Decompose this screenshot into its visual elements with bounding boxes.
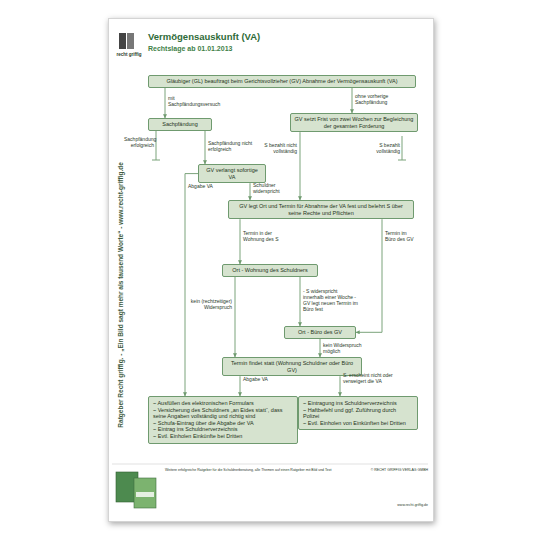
edge-label: kein (rechtzeitiger) Widerspruch bbox=[190, 298, 232, 310]
flow-arrow bbox=[340, 376, 341, 396]
process-box: Ort - Büro des GV bbox=[284, 326, 356, 339]
process-box: GV verlangt sofortige VA bbox=[198, 164, 266, 183]
flow-arrow bbox=[185, 174, 198, 396]
plain-label: S bezahlt vollständig bbox=[370, 142, 400, 154]
result-box: ~ Eintragung ins Schuldnerverzeichnis~ H… bbox=[298, 396, 418, 430]
plain-label: www.recht-griffig.de bbox=[360, 503, 428, 507]
flow-arrow bbox=[320, 339, 321, 357]
edge-label: S bezahlt nicht vollständig bbox=[258, 142, 297, 154]
flow-arrow bbox=[300, 132, 301, 200]
logo-book-left bbox=[119, 33, 126, 49]
plain-label: Sachpfändung erfolgreich bbox=[124, 136, 154, 148]
end-bar bbox=[152, 160, 160, 161]
edge-label: S. erscheint nicht oder verweigert die V… bbox=[343, 372, 411, 384]
edge-label: - S widerspricht innerhalb einer Woche -… bbox=[303, 288, 358, 312]
book-band bbox=[136, 492, 154, 497]
logo-icon bbox=[119, 33, 134, 49]
edge-label: Schuldner widerspricht bbox=[253, 182, 293, 194]
edge-label: kein Widerspruch möglich bbox=[323, 342, 365, 354]
process-box: GV legt Ort und Termin für Abnahme der V… bbox=[228, 200, 414, 219]
plain-label: Weitere erfolgreiche Ratgeber für die Sc… bbox=[165, 468, 345, 472]
flow-arrow bbox=[235, 277, 236, 357]
end-line-stroke bbox=[402, 136, 403, 160]
logo-spine bbox=[126, 33, 127, 49]
flow-arrow bbox=[165, 88, 166, 118]
edge-label: Abgabe VA bbox=[243, 376, 273, 382]
edge-label: Sachpfändung nicht erfolgreich bbox=[208, 140, 258, 152]
flow-arrow bbox=[240, 219, 241, 264]
flow-arrow bbox=[205, 131, 206, 164]
node-text: Termin findet statt (Wohnung Schuldner o… bbox=[226, 360, 358, 373]
book-cover bbox=[134, 478, 156, 508]
process-box: Sachpfändung bbox=[148, 118, 212, 131]
diagram-title: Vermögensauskunft (VA) bbox=[148, 31, 260, 42]
process-box: Termin findet statt (Wohnung Schuldner o… bbox=[222, 357, 362, 376]
node-text: GV legt Ort und Termin für Abnahme der V… bbox=[232, 203, 410, 216]
node-text: ~ Schufa-Eintrag über die Abgabe der VA bbox=[153, 420, 293, 427]
flow-arrow bbox=[250, 183, 251, 200]
node-text: ~ Evtl. Einholen von Einkünften bei Drit… bbox=[303, 420, 413, 427]
node-text: GV setzt Frist von zwei Wochen zur Begle… bbox=[294, 116, 414, 129]
node-text: GV verlangt sofortige VA bbox=[202, 167, 262, 180]
end-bar bbox=[398, 160, 406, 161]
edge-label: ohne vorherige Sachpfändung bbox=[355, 93, 415, 105]
plain-label: recht griffig bbox=[114, 52, 144, 57]
edge-label: Termin in der Wohnung des S bbox=[243, 230, 283, 242]
node-text: Gläubiger (GL) beauftragt beim Gerichtsv… bbox=[152, 78, 412, 85]
node-text: ~ Eintragung ins Schuldnerverzeichnis bbox=[303, 400, 413, 407]
node-text: Ort - Büro des GV bbox=[288, 329, 352, 336]
node-text: ~ Versicherung des Schuldners „an Eides … bbox=[153, 407, 293, 420]
footer-books bbox=[116, 472, 156, 508]
edge-label: Termin im Büro des GV bbox=[385, 230, 415, 242]
plain-label: © RECHT GRIFFIG VERLAG GMBH bbox=[360, 468, 428, 472]
side-banner: Ratgeber Recht griffig. - „Ein Bild sagt… bbox=[117, 115, 125, 475]
node-text: ~ Ausfüllen des elektronischen Formulars bbox=[153, 400, 293, 407]
node-text: ~ Eintrag ins Schuldnerverzeichnis bbox=[153, 426, 293, 433]
edge-label: mit Sachpfändungsversuch bbox=[168, 95, 228, 107]
node-text: ~ Haftbefehl und ggf. Zuführung durch Po… bbox=[303, 407, 413, 420]
end-line-stroke bbox=[156, 131, 157, 160]
end-line bbox=[152, 131, 406, 160]
process-box: GV setzt Frist von zwei Wochen zur Begle… bbox=[290, 113, 418, 132]
flow-arrow bbox=[352, 88, 353, 113]
edge-label: Abgabe VA bbox=[188, 183, 218, 189]
flow-arrow bbox=[240, 376, 241, 396]
node-text: Sachpfändung bbox=[152, 121, 208, 128]
diagram-caption: Rechtslage ab 01.01.2013 bbox=[148, 45, 232, 52]
footer-rule bbox=[112, 464, 428, 465]
node-text: Ort - Wohnung des Schuldners bbox=[226, 267, 314, 274]
flow-arrow bbox=[356, 219, 382, 332]
process-box: Ort - Wohnung des Schuldners bbox=[222, 264, 318, 277]
node-text: ~ Evtl. Einholen Einkünfte bei Dritten bbox=[153, 433, 293, 440]
logo-book-right bbox=[127, 33, 134, 49]
book-cover bbox=[116, 472, 138, 502]
process-box: Gläubiger (GL) beauftragt beim Gerichtsv… bbox=[148, 75, 416, 88]
result-box: ~ Ausfüllen des elektronischen Formulars… bbox=[148, 396, 298, 444]
flow-arrow bbox=[300, 277, 301, 326]
